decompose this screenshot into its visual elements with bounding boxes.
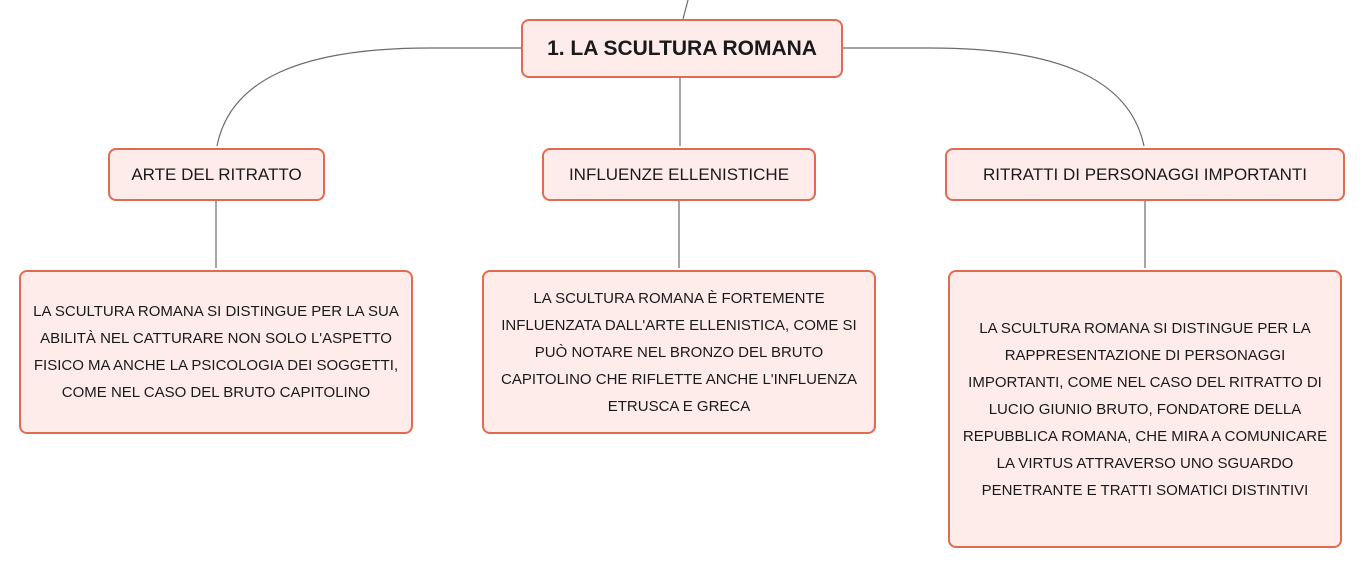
root-node[interactable]: 1. LA SCULTURA ROMANA — [521, 19, 843, 78]
detail-node-text: LA SCULTURA ROMANA È FORTEMENTE INFLUENZ… — [501, 289, 857, 415]
connector-root-to-left-branch — [216, 47, 521, 147]
connector-root-to-right-branch — [843, 47, 1145, 147]
detail-node-ritratti-di-personaggi-importanti[interactable]: LA SCULTURA ROMANA SI DISTINGUE PER LA R… — [948, 270, 1342, 548]
branch-node-title: RITRATTI DI PERSONAGGI IMPORTANTI — [983, 164, 1307, 184]
detail-node-influenze-ellenistiche[interactable]: LA SCULTURA ROMANA È FORTEMENTE INFLUENZ… — [482, 270, 876, 434]
branch-node-ritratti-di-personaggi-importanti[interactable]: RITRATTI DI PERSONAGGI IMPORTANTI — [945, 148, 1345, 201]
branch-node-title: ARTE DEL RITRATTO — [131, 164, 302, 184]
detail-node-arte-del-ritratto[interactable]: LA SCULTURA ROMANA SI DISTINGUE PER LA S… — [19, 270, 413, 434]
branch-node-arte-del-ritratto[interactable]: ARTE DEL RITRATTO — [108, 148, 325, 201]
branch-node-title: INFLUENZE ELLENISTICHE — [568, 164, 790, 184]
root-node-title: 1. LA SCULTURA ROMANA — [547, 36, 817, 60]
connector-parent-to-root — [682, 0, 689, 20]
branch-node-influenze-ellenistiche[interactable]: INFLUENZE ELLENISTICHE — [542, 148, 816, 201]
detail-node-text: LA SCULTURA ROMANA SI DISTINGUE PER LA R… — [962, 319, 1328, 499]
detail-node-text: LA SCULTURA ROMANA SI DISTINGUE PER LA S… — [33, 303, 399, 401]
